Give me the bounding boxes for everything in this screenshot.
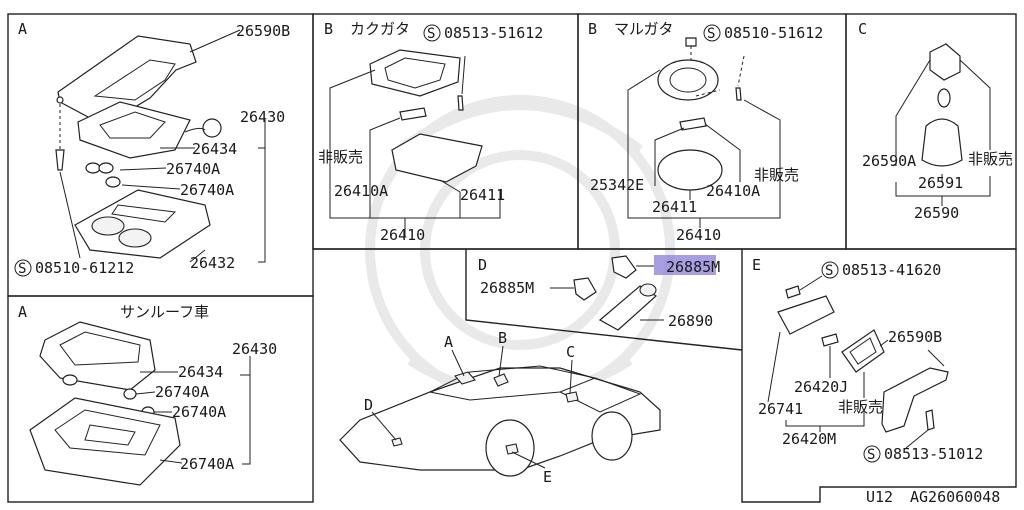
label-c-26590a: 26590A — [862, 152, 916, 170]
label-e-26420m: 26420M — [782, 430, 836, 448]
label-e-26420j: 26420J — [794, 378, 848, 396]
car-callout-b: B — [498, 329, 507, 347]
screw-symbol-icon: S — [703, 24, 721, 42]
panel-a-sunroof-title: サンルーフ車 — [120, 303, 209, 321]
panel-a-tag: A — [18, 20, 27, 38]
label-26430: 26430 — [240, 108, 285, 126]
label-round-26411: 26411 — [652, 198, 697, 216]
label-e-screw-08513-51012: 08513-51012 — [884, 445, 983, 463]
label-d-26890: 26890 — [668, 312, 713, 330]
label-square-not-for-sale: 非販売 — [318, 148, 363, 166]
panel-e: E S 08513-41620 26590B 26420J 26741 非販売 … — [752, 256, 983, 463]
lamp-housing-shape — [77, 101, 191, 159]
label-sunroof-26430: 26430 — [232, 340, 277, 358]
panel-a-sunroof: A サンルーフ車 26430 26434 26740A 26740A 26740… — [18, 303, 277, 486]
label-square-26410a: 26410A — [334, 182, 388, 200]
panel-c-tag: C — [858, 20, 867, 38]
svg-text:S: S — [867, 447, 875, 463]
svg-text:S: S — [18, 261, 26, 277]
c-socket-shape — [929, 43, 961, 81]
car-body-shape — [339, 367, 661, 471]
label-d-26885m-left: 26885M — [480, 279, 534, 297]
footer-code-right: AG26060048 — [910, 488, 1000, 506]
car-wheel-rear — [591, 411, 633, 461]
car-illustration: A B C D E — [339, 329, 661, 486]
screw-symbol-icon: S — [821, 261, 839, 279]
label-sunroof-26740a-2: 26740A — [172, 403, 226, 421]
square-bulb-shape — [399, 107, 427, 121]
panel-b-square-tag: B — [324, 20, 333, 38]
d-lamp-shape — [598, 285, 657, 331]
label-square-26410: 26410 — [380, 226, 425, 244]
panel-b-square: B カクガタ S 08513-51612 非販売 26410A 26411 26… — [318, 20, 543, 244]
label-26740a-1: 26740A — [166, 160, 220, 178]
label-round-25342e: 25342E — [590, 176, 644, 194]
label-d-26885m-top: 26885M — [666, 258, 720, 276]
panel-b-round-tag: B — [588, 20, 597, 38]
sunroof-housing-shape — [39, 321, 156, 391]
panel-e-tag: E — [752, 256, 761, 274]
panel-b-round-title: マルガタ — [614, 20, 674, 38]
panel-d-tag: D — [478, 256, 487, 274]
car-callout-d: D — [364, 396, 373, 414]
panel-frames — [7, 13, 1017, 503]
d-clip-top-shape — [611, 255, 637, 279]
label-screw-08513-51612: 08513-51612 — [444, 24, 543, 42]
svg-text:S: S — [707, 26, 715, 42]
e-bulb-shape — [821, 333, 839, 347]
label-sunroof-26434: 26434 — [178, 363, 223, 381]
label-26590b: 26590B — [236, 22, 290, 40]
screw-symbol-icon: S — [14, 259, 32, 277]
label-round-not-for-sale: 非販売 — [754, 166, 799, 184]
panel-b-square-title: カクガタ — [350, 20, 410, 38]
label-e-26590b: 26590B — [888, 328, 942, 346]
car-callout-a: A — [444, 333, 453, 351]
panel-d: D 26885M 26885M 26890 — [478, 255, 720, 331]
d-clip-left-shape — [573, 277, 597, 301]
footer-code-left: U12 — [866, 488, 893, 506]
bracket-plate-shape — [57, 35, 197, 119]
label-sunroof-26740a-3: 26740A — [180, 455, 234, 473]
c-lens-shape — [921, 118, 963, 167]
square-lens-shape — [391, 133, 483, 183]
e-bracket-shape — [881, 367, 949, 433]
car-callout-c: C — [566, 343, 575, 361]
label-square-26411: 26411 — [460, 186, 505, 204]
car-callout-e: E — [543, 468, 552, 486]
svg-text:S: S — [825, 263, 833, 279]
c-bulb-shape — [937, 88, 951, 108]
label-screw-08510-51612: 08510-51612 — [724, 24, 823, 42]
label-c-26591: 26591 — [918, 174, 963, 192]
round-bulb-shape — [679, 117, 707, 131]
label-e-not-for-sale: 非販売 — [838, 398, 883, 416]
label-screw-08510-61212: 08510-61212 — [35, 259, 134, 277]
panel-a-sunroof-tag: A — [18, 303, 27, 321]
screw-symbol-icon: S — [863, 445, 881, 463]
bulb-2-shape — [105, 176, 121, 188]
highlight-26885m — [654, 255, 716, 275]
square-base-shape — [369, 49, 461, 97]
label-round-26410a: 26410A — [706, 182, 760, 200]
panel-a: A 26590B 26430 26434 26740A 26740A — [14, 20, 290, 277]
label-26740a-2: 26740A — [180, 181, 234, 199]
sunroof-lens-shape — [29, 397, 181, 486]
label-26434: 26434 — [192, 140, 237, 158]
screw-symbol-icon: S — [423, 24, 441, 42]
label-26432: 26432 — [190, 254, 235, 272]
label-e-screw-08513-41620: 08513-41620 — [842, 261, 941, 279]
lens-shape — [74, 189, 211, 259]
svg-text:S: S — [427, 26, 435, 42]
e-housing-shape — [841, 329, 885, 373]
e-lens-shape — [777, 295, 835, 335]
label-e-26741: 26741 — [758, 400, 803, 418]
round-base-shape — [657, 59, 719, 101]
label-c-not-for-sale: 非販売 — [968, 150, 1013, 168]
panel-c: C 26590A 非販売 26591 26590 — [858, 20, 1013, 222]
bulb-1-shape — [85, 162, 101, 174]
label-sunroof-26740a-1: 26740A — [155, 383, 209, 401]
label-round-26410: 26410 — [676, 226, 721, 244]
label-c-26590: 26590 — [914, 204, 959, 222]
panel-b-round: B マルガタ S 08510-51612 非販売 25342E 26410A 2… — [588, 20, 823, 244]
